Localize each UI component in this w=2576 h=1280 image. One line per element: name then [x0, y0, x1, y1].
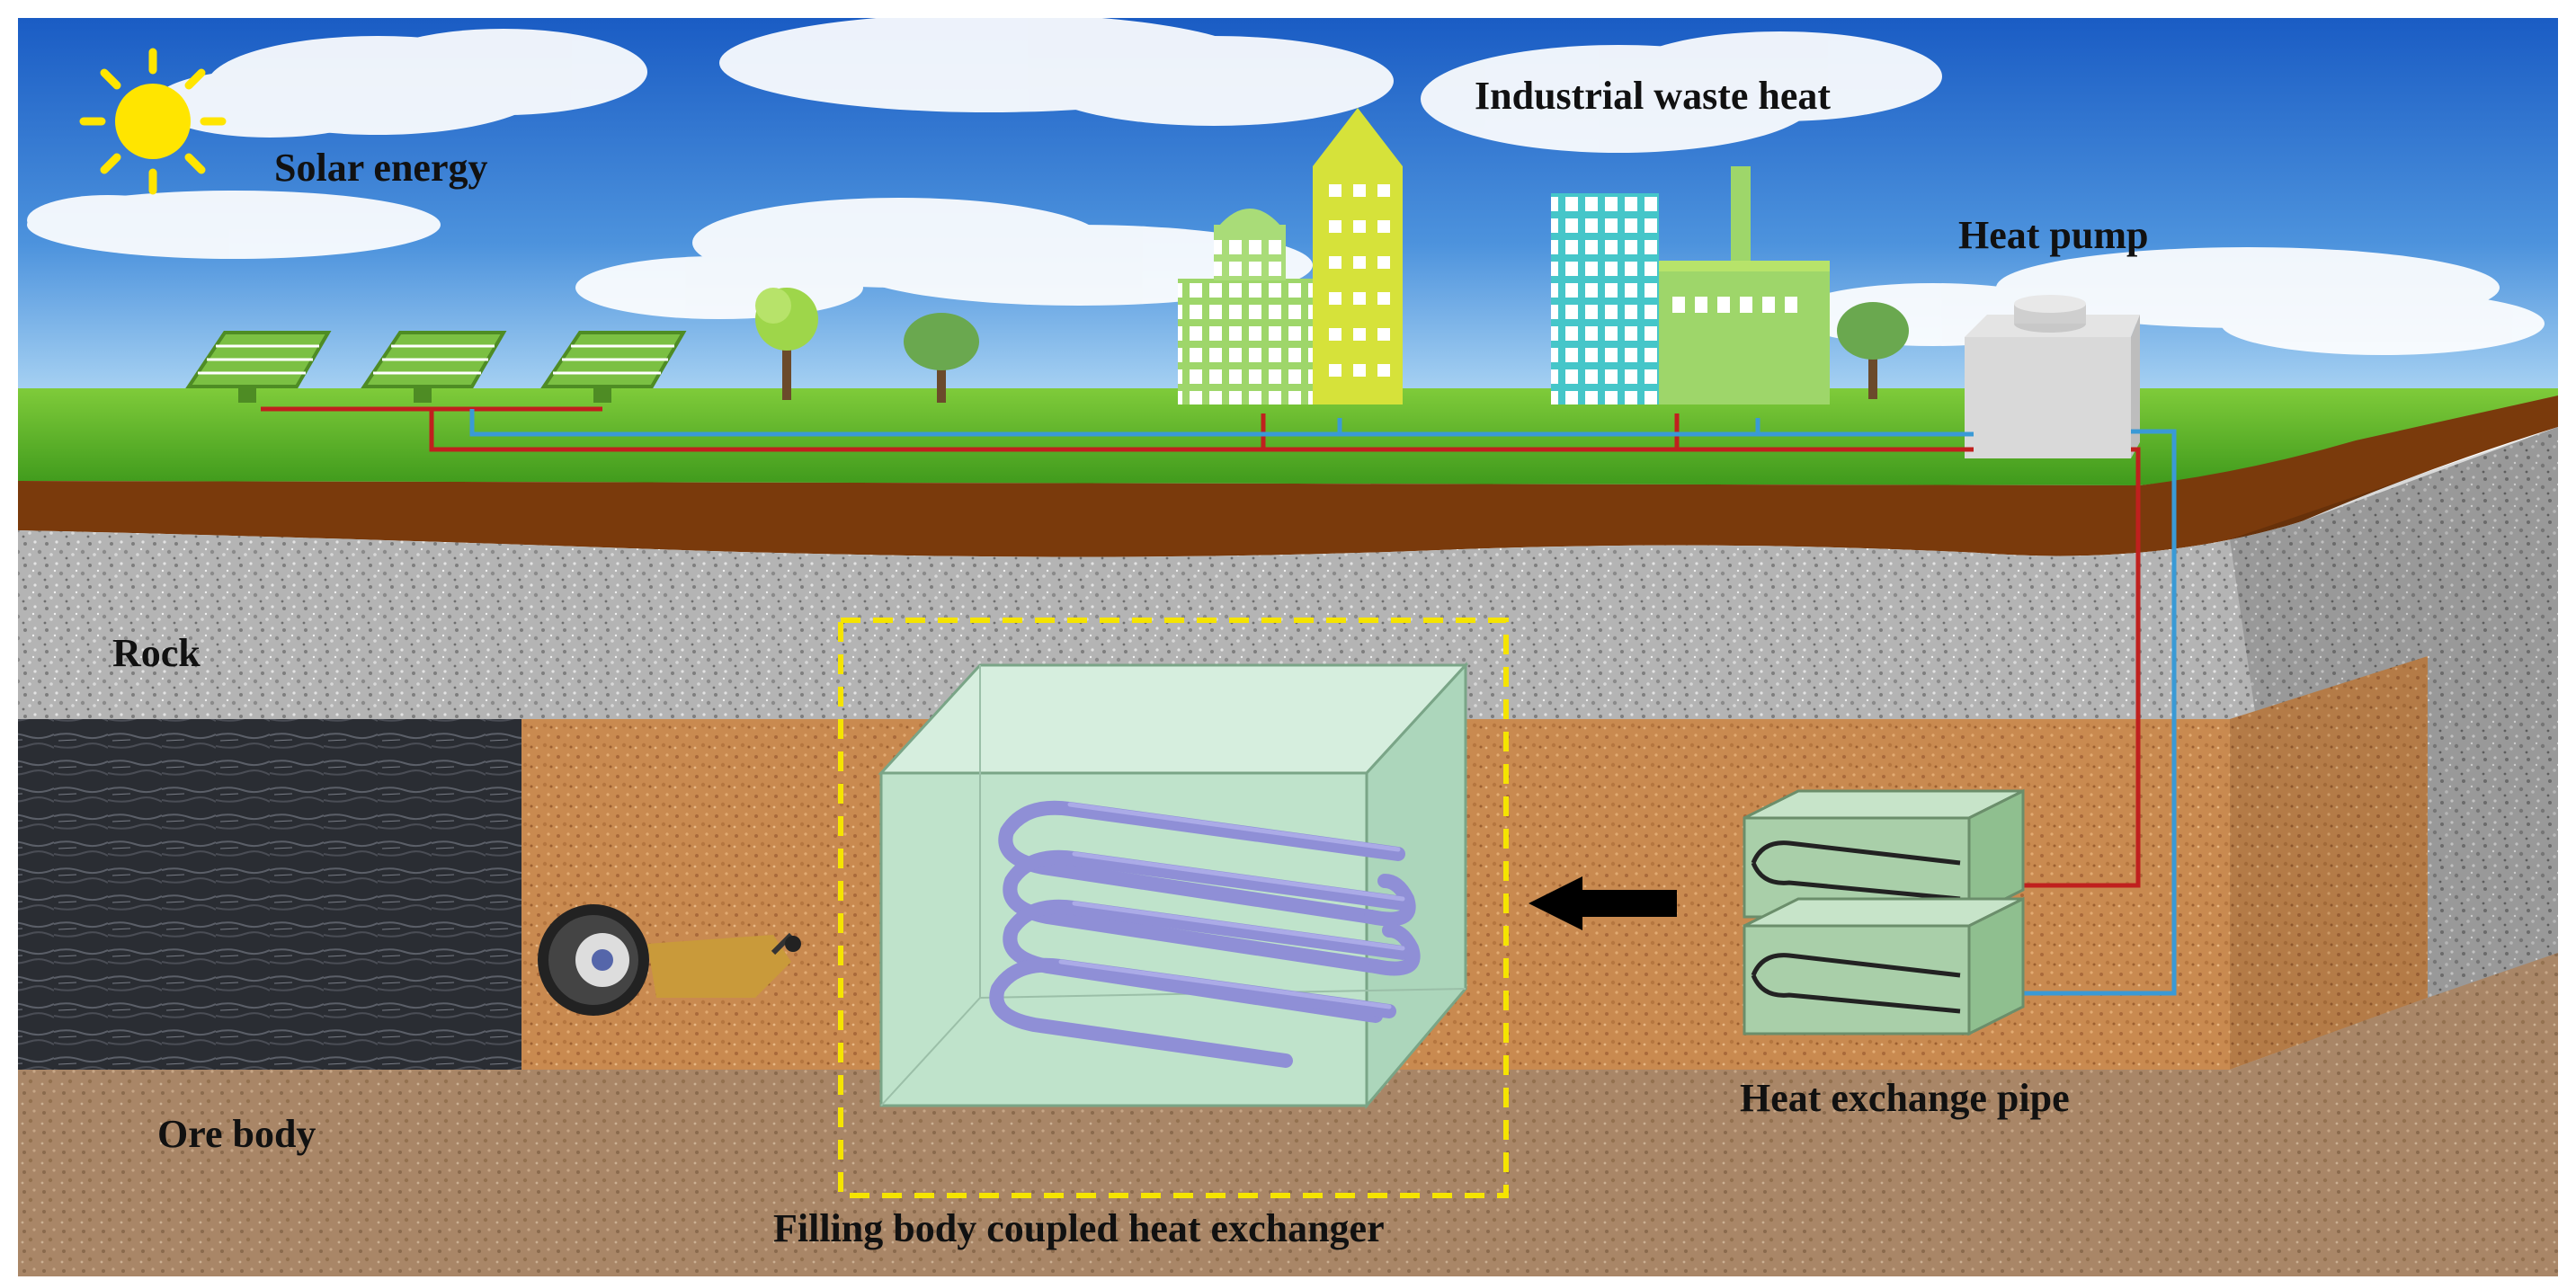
label-heat-pump: Heat pump	[1958, 213, 2149, 257]
bedrock-layer	[18, 953, 2558, 1276]
drilling-machine	[538, 904, 801, 1016]
label-ore-body: Ore body	[157, 1112, 316, 1156]
label-rock: Rock	[112, 631, 201, 675]
ore-block	[18, 719, 521, 1070]
surface-pipes	[261, 406, 1974, 452]
label-filling-body-exchanger: Filling body coupled heat exchanger	[773, 1206, 1385, 1250]
riser-pipes	[1960, 429, 2177, 996]
filling-body-exchanger	[878, 662, 1469, 1110]
sun-icon	[79, 48, 227, 195]
grass-surface	[18, 388, 2558, 485]
label-heat-exchange-pipe: Heat exchange pipe	[1740, 1076, 2070, 1120]
building-icon	[1178, 108, 1659, 404]
arrow-left-icon	[1529, 876, 1677, 930]
label-solar-energy: Solar energy	[274, 146, 488, 190]
solar-panel-icon	[185, 331, 687, 403]
tree-icon	[755, 288, 1909, 403]
heat-pump-unit	[1965, 295, 2140, 458]
label-industrial-waste-heat: Industrial waste heat	[1475, 74, 1832, 118]
heat-exchange-pipe	[1743, 788, 2025, 1036]
soil-layer	[18, 396, 2558, 557]
highlight-frame	[838, 618, 1509, 1198]
factory-icon	[1659, 166, 1830, 404]
